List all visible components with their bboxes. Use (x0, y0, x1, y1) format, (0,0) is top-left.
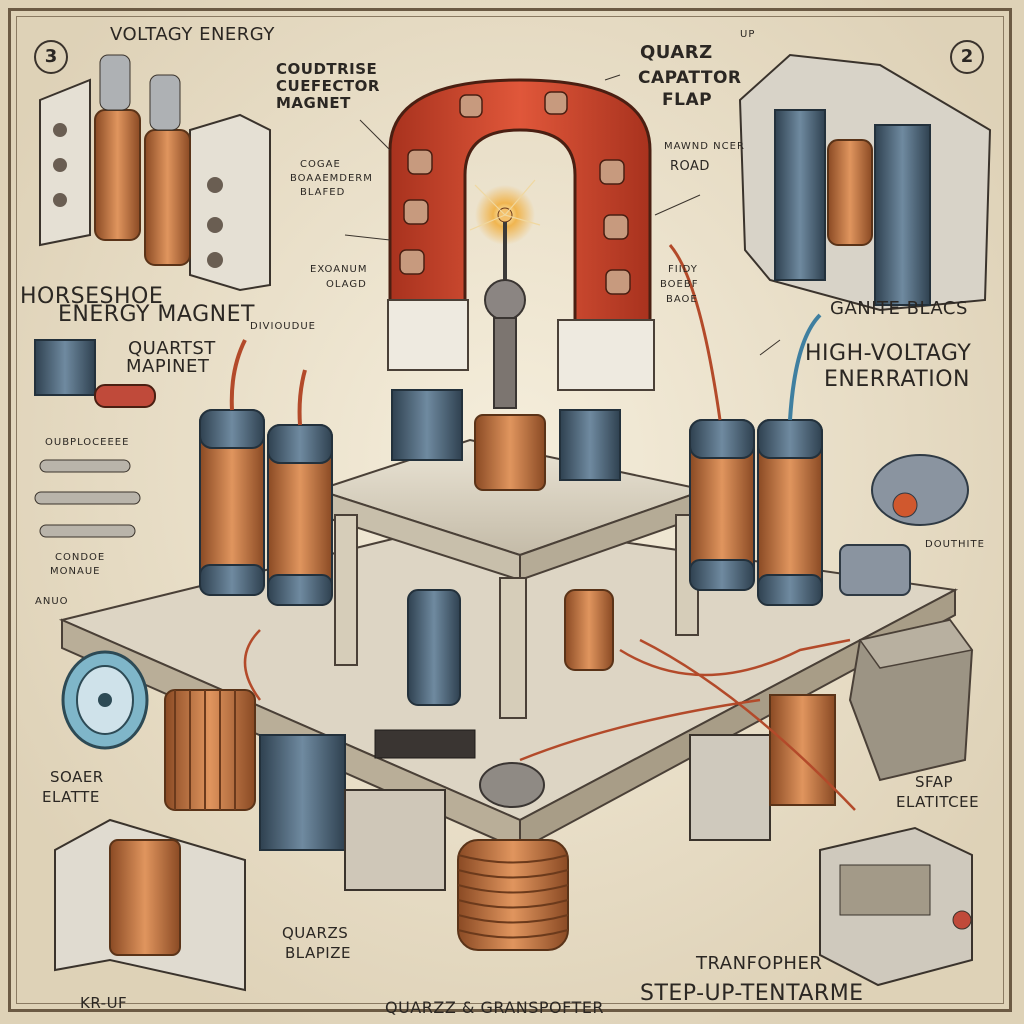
top-right-transformer (738, 53, 992, 312)
badge-right: 2 (950, 40, 984, 74)
label-horseshoe-1: HORSESHOE (20, 284, 164, 309)
label-mid-note-1: COGAE (300, 159, 341, 170)
front-left-coil (164, 689, 256, 811)
label-center-note-1: EXOANUM (310, 264, 368, 275)
magnet-leg-blocks (391, 389, 621, 481)
label-mid-note-3: BLAFED (300, 187, 346, 198)
label-high-voltage-2: ENERRATION (824, 367, 970, 392)
label-right-note-1: MAWND NCER (664, 141, 745, 152)
label-bottom-title: QUARZZ & GRANSPOFTER (385, 998, 605, 1017)
label-granite-blocks: GANITE BLACS (830, 298, 968, 319)
label-left-list-2: CONDOE (55, 552, 106, 563)
label-quartz-capacitor-2: CAPATTOR (638, 68, 742, 88)
center-small-capacitor (407, 589, 614, 706)
label-transformer-2: STEP-UP-TENTARME (640, 981, 864, 1006)
label-divider-note: DIVIOUDUE (250, 321, 316, 332)
label-conductive-magnet-2: CUEFECTOR (276, 77, 380, 95)
label-left-list-4: ANUO (35, 596, 69, 607)
granite-block (848, 618, 974, 782)
right-motor (839, 454, 969, 596)
label-left-list-3: MONAUE (50, 566, 101, 577)
center-table (314, 438, 709, 719)
label-conductive-magnet-3: MAGNET (276, 94, 351, 112)
label-quartz-magnet-1: QUARTST (128, 338, 216, 359)
leader-lines (344, 74, 781, 356)
front-panels (259, 694, 836, 891)
label-small-note-3: BAOE (666, 294, 698, 305)
inner-frame (16, 16, 1004, 1004)
label-high-voltage-1: HIGH-VOLTAGY (805, 341, 972, 366)
bottom-coil (457, 839, 569, 951)
cooling-fan (61, 650, 149, 750)
horseshoe-magnet (387, 78, 655, 391)
label-small-note-2: BOEBF (660, 279, 699, 290)
wiring (243, 629, 856, 811)
label-solar-plate-1: SOAER (50, 768, 104, 786)
outer-frame (8, 8, 1012, 1012)
label-left-list-1: OUBPLOCEEEE (45, 437, 130, 448)
label-spare-plate-1: SFAP (915, 773, 954, 791)
label-solar-plate-2: ELATTE (42, 788, 100, 806)
label-quartz-plate-2: BLAPIZE (285, 944, 351, 962)
badge-left: 3 (34, 40, 68, 74)
top-left-device (39, 54, 271, 292)
label-quartz-magnet-2: MAPINET (126, 356, 210, 377)
label-center-note-2: OLAGD (326, 279, 367, 290)
label-small-note-1: FIIDY (668, 264, 698, 275)
left-capacitors (199, 339, 333, 606)
label-right-small-note: DOUTHITE (925, 539, 985, 550)
label-quartz-capacitor-1: QUARZ (640, 42, 713, 63)
label-conductive-magnet-1: COUDTRISE (276, 60, 378, 78)
label-spare-plate-2: ELATITCEE (896, 793, 980, 811)
spark-rod (469, 179, 546, 491)
label-transformer-1: TRANFOPHER (696, 953, 823, 974)
label-top-right-note: UP (740, 29, 756, 40)
label-right-note-2: ROAD (670, 159, 710, 174)
label-bottom-left-note: KR-UF (80, 994, 128, 1012)
left-hardware (34, 339, 156, 538)
label-quartz-plate-1: QUARZS (282, 924, 349, 942)
label-quartz-capacitor-3: FLAP (662, 90, 713, 110)
bottom-left-block (54, 818, 246, 992)
label-horseshoe-2: ENERGY MAGNET (58, 302, 255, 327)
right-capacitors (668, 244, 823, 606)
bottom-right-plate (819, 826, 973, 987)
label-mid-note-2: BOAAEMDERM (290, 173, 373, 184)
label-voltage-energy: VOLTAGY ENERGY (110, 24, 275, 45)
